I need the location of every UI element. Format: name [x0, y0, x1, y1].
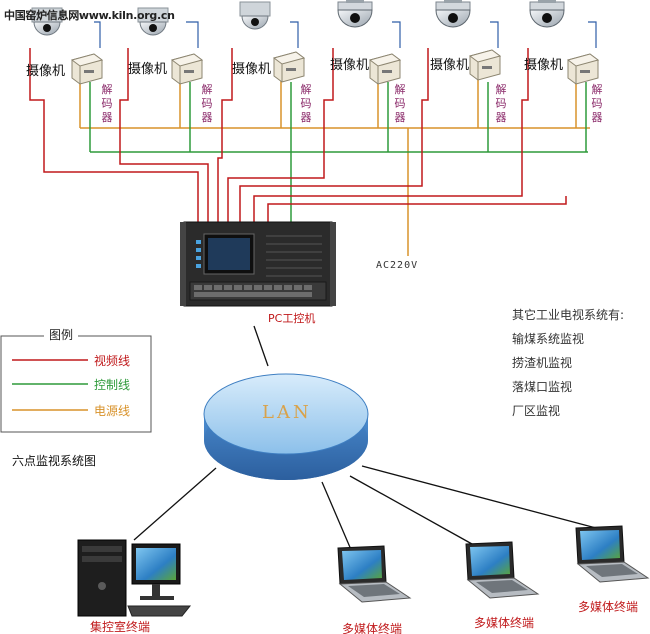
camera-icon[interactable] — [239, 1, 271, 30]
lan-cloud-icon[interactable] — [203, 373, 369, 480]
diagram-title: 六点监视系统图 — [12, 454, 97, 468]
camera-label-2: 摄像机 — [128, 62, 168, 77]
decoder-box-icon[interactable] — [272, 51, 306, 83]
camera-icon[interactable] — [137, 7, 169, 36]
decoder-label-4: 解码器 — [394, 83, 406, 124]
decoder-box-icon[interactable] — [566, 53, 600, 85]
laptop-icon[interactable] — [465, 541, 540, 599]
lan-label: LAN — [262, 402, 312, 423]
wiring-group — [29, 21, 597, 553]
terminal-label-control-room: 集控室终端 — [90, 620, 151, 634]
control-room-desktop-icon[interactable] — [77, 539, 192, 617]
other-system-item-3: 落煤口监视 — [512, 380, 573, 394]
control-wiring — [89, 82, 588, 222]
camera-icon[interactable] — [529, 0, 565, 28]
decoder-label-3: 解码器 — [300, 83, 312, 124]
camera-icon[interactable] — [435, 0, 471, 28]
decoder-label-2: 解码器 — [201, 83, 213, 124]
laptop-icon[interactable] — [575, 525, 650, 583]
network-links — [133, 325, 597, 553]
legend-item-power: 电源线 — [94, 404, 131, 418]
camera-icon[interactable] — [337, 0, 373, 28]
other-system-item-4: 厂区监视 — [512, 404, 561, 418]
terminal-label-multimedia-3: 多媒体终端 — [578, 600, 639, 614]
decoder-label-5: 解码器 — [495, 83, 507, 124]
camera-label-3: 摄像机 — [232, 62, 272, 77]
power-wiring — [79, 80, 590, 256]
terminal-label-multimedia-1: 多媒体终端 — [342, 622, 403, 634]
legend-item-control: 控制线 — [94, 378, 131, 392]
decoder-box-icon[interactable] — [368, 53, 402, 85]
decoder-box-icon[interactable] — [468, 49, 502, 81]
laptop-icon[interactable] — [337, 545, 412, 603]
terminal-label-multimedia-2: 多媒体终端 — [474, 616, 535, 630]
multimedia-laptops — [337, 525, 650, 603]
watermark-text: 中国窑炉信息网www.kiln.org.cn — [4, 9, 175, 22]
camera-icon[interactable] — [31, 7, 63, 36]
industrial-pc-icon[interactable] — [180, 221, 336, 307]
legend-item-video: 视频线 — [94, 354, 131, 368]
other-system-item-1: 输煤系统监视 — [512, 332, 585, 346]
camera-leads — [94, 21, 597, 48]
decoder-row — [70, 49, 600, 85]
camera-label-4: 摄像机 — [330, 58, 370, 73]
other-system-item-2: 捞渣机监视 — [512, 356, 573, 370]
pc-label: PC工控机 — [268, 312, 316, 325]
power-supply-label: AC220V — [376, 260, 419, 271]
other-systems-heading: 其它工业电视系统有: — [512, 308, 625, 322]
camera-label-1: 摄像机 — [26, 64, 66, 79]
camera-label-6: 摄像机 — [524, 58, 564, 73]
decoder-label-1: 解码器 — [101, 83, 113, 124]
video-wiring — [29, 48, 567, 222]
decoder-label-6: 解码器 — [591, 83, 603, 124]
camera-row — [31, 0, 565, 36]
decoder-box-icon[interactable] — [70, 53, 104, 85]
legend-title: 图例 — [44, 326, 79, 343]
camera-label-5: 摄像机 — [430, 58, 470, 73]
decoder-box-icon[interactable] — [170, 53, 204, 85]
